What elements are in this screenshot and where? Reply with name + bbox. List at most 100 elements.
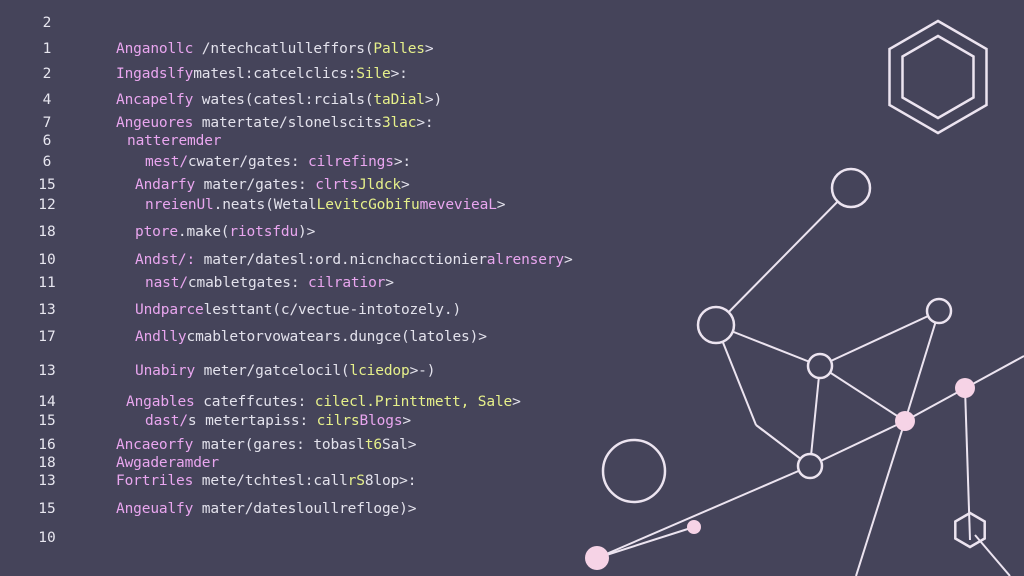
code-token: Fortriles xyxy=(116,473,194,489)
hexagon-node xyxy=(954,511,986,549)
code-token: /ntechcatlulleffors( xyxy=(193,41,374,57)
code-token: rS xyxy=(347,473,365,489)
graph-node-filled xyxy=(687,520,701,534)
code-line: Ancapelfy wates(catesl:rcials(taDial>) xyxy=(116,92,442,108)
code-line: Angables cateffcutes: cilecl.Printtmett,… xyxy=(126,394,521,410)
line-number: 18 xyxy=(38,455,56,471)
code-line: dast/s metertapiss: cilrsBlogs> xyxy=(145,413,411,429)
code-line: nreienUl.neats(WetalLevitcGobifumeveviea… xyxy=(145,197,506,213)
code-line: Unabiry meter/gatcelocil(lciedop>-) xyxy=(135,363,435,379)
code-token: taDial xyxy=(373,92,425,108)
code-token: nreienUl xyxy=(145,197,214,213)
code-line: ptore.make(riotsfdu)> xyxy=(135,224,315,240)
code-token: cilrs xyxy=(316,413,360,429)
code-token: Sal> xyxy=(382,437,417,453)
graph-node xyxy=(830,167,872,209)
code-token: cmabletorvowatears.dungce(latoles)> xyxy=(186,329,487,345)
code-line: Anganollc /ntechcatlulleffors(Palles> xyxy=(116,41,434,57)
line-number: 17 xyxy=(38,329,56,345)
code-token: > xyxy=(401,177,410,193)
hexagon-outline xyxy=(901,34,975,120)
graph-node xyxy=(601,438,667,504)
line-number: 14 xyxy=(38,394,56,410)
code-token: Jldck xyxy=(358,177,401,193)
code-token: Ancapelfy xyxy=(116,92,194,108)
graph-edge xyxy=(809,365,821,467)
code-line: Angeuores matertate/slonelscits3lac>: xyxy=(116,115,434,131)
graph-node xyxy=(796,452,824,480)
code-line: Andllycmabletorvowatears.dungce(latoles)… xyxy=(135,329,487,345)
code-token: cwater/gates: xyxy=(187,154,309,170)
hexagon-logo-icon xyxy=(888,19,988,135)
code-token: lciedop xyxy=(349,363,410,379)
line-number: 6 xyxy=(42,154,52,170)
line-number: 11 xyxy=(38,275,56,291)
graph-edge xyxy=(904,310,940,422)
line-number: 16 xyxy=(38,437,56,453)
code-line: Andarfy mater/gates: clrtsJldck> xyxy=(135,177,410,193)
graph-node-filled xyxy=(955,378,975,398)
code-token: > xyxy=(496,197,506,213)
code-token: 8lop>: xyxy=(364,473,417,489)
code-token: matesl:catcelclics: xyxy=(193,66,357,82)
code-token: wates(catesl:rcials( xyxy=(193,92,374,108)
line-number: 13 xyxy=(38,363,56,379)
code-token: Angables xyxy=(126,394,195,410)
code-token: mest/ xyxy=(145,154,188,170)
code-line: Ancaeorfy mater(gares: tobaslt6Sal> xyxy=(116,437,416,453)
code-token: Unabiry xyxy=(135,363,196,379)
graph-edge xyxy=(809,420,906,467)
code-token: mater/datesloullrefloge)> xyxy=(193,501,417,517)
code-token: )> xyxy=(298,224,316,240)
code-token: > xyxy=(424,41,434,57)
code-token: >: xyxy=(416,115,434,131)
code-token: Sile xyxy=(356,66,391,82)
code-token: Angeualfy xyxy=(116,501,194,517)
code-token: >: xyxy=(393,154,412,170)
code-token: Palles xyxy=(373,41,425,57)
line-number: 15 xyxy=(38,501,56,517)
code-token: 3lac xyxy=(381,115,417,131)
code-token: cilrefings xyxy=(308,154,394,170)
code-token: riotsfdu xyxy=(229,224,299,240)
code-line: natteremder xyxy=(127,133,222,149)
code-line: Awgaderamder xyxy=(116,455,219,471)
code-line: mest/cwater/gates: cilrefings>: xyxy=(145,154,411,170)
code-token: mater/datesl:ord.nicnchacctionier xyxy=(195,252,487,268)
code-line: Angeualfy mater/datesloullrefloge)> xyxy=(116,501,416,517)
line-number: 10 xyxy=(38,252,56,268)
graph-edge xyxy=(596,465,811,559)
line-number: 2 xyxy=(42,66,52,82)
code-token: Ancaeorfy xyxy=(116,437,194,453)
line-number: 13 xyxy=(38,473,56,489)
graph-node-filled xyxy=(895,411,915,431)
line-number: 12 xyxy=(38,197,56,213)
code-token: >-) xyxy=(409,363,436,379)
code-token: cmabletgates: xyxy=(187,275,309,291)
code-token: .make( xyxy=(177,224,230,240)
graph-edge xyxy=(819,310,940,367)
code-token: s metertapiss: xyxy=(187,413,317,429)
code-token: lesttant(c/vectue-intotozely.) xyxy=(203,302,462,318)
code-token: cilecl.Printtmett, Sale xyxy=(314,394,513,410)
code-line: Undparcelesttant(c/vectue-intotozely.) xyxy=(135,302,461,318)
code-token: Undparce xyxy=(135,302,204,318)
hexagon-outline xyxy=(888,19,988,135)
code-line: Andst/: mater/datesl:ord.nicnchacctionie… xyxy=(135,252,573,268)
code-token: .neats(Wetal xyxy=(213,197,317,213)
graph-edge xyxy=(964,387,971,541)
line-number: 13 xyxy=(38,302,56,318)
line-number: 15 xyxy=(38,177,56,193)
code-line: Ingadslfymatesl:catcelclics:Sile>: xyxy=(116,66,408,82)
line-number: 18 xyxy=(38,224,56,240)
code-token: > xyxy=(385,275,394,291)
code-token: clrts xyxy=(315,177,359,193)
graph-node xyxy=(925,297,953,325)
line-number: 10 xyxy=(38,530,56,546)
graph-edge xyxy=(855,420,906,576)
code-token: nast/ xyxy=(145,275,188,291)
code-token: natteremder xyxy=(127,133,222,149)
code-token: mete/tchtesl:call xyxy=(193,473,348,489)
